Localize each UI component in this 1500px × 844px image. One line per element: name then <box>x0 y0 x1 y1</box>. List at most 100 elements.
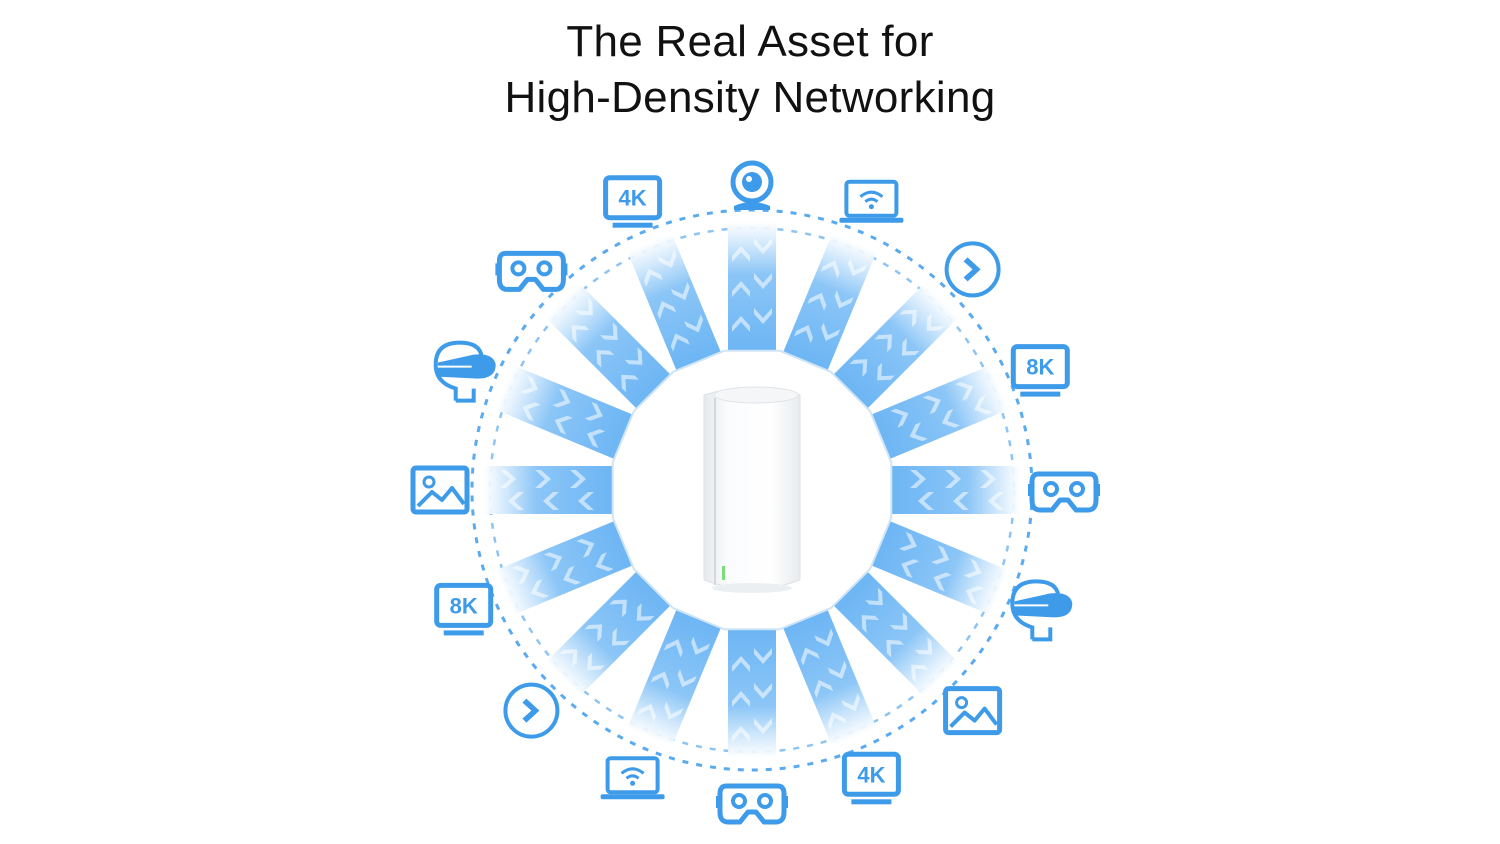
chevron-down-icon <box>535 470 551 488</box>
play-icon <box>944 241 1001 298</box>
chevron-down-icon <box>800 647 820 666</box>
chevron-up-icon <box>754 718 772 734</box>
chevron-up-icon <box>657 301 677 320</box>
chevron-down-icon <box>754 238 772 254</box>
chevron-up-icon <box>820 260 840 279</box>
signal-beam <box>728 222 776 352</box>
chevron-up-icon <box>910 470 926 488</box>
image-icon <box>410 465 470 515</box>
chevron-down-icon <box>575 297 593 316</box>
chevron-down-icon <box>988 492 1004 510</box>
gamepad-icon <box>716 783 788 825</box>
chevron-down-icon <box>543 552 563 572</box>
chevron-up-icon <box>578 492 594 510</box>
chevron-up-icon <box>827 660 847 679</box>
chevron-down-icon <box>918 492 934 510</box>
play-icon <box>503 682 560 739</box>
chevron-up-icon <box>954 381 974 401</box>
chevron-up-icon <box>522 402 541 422</box>
chevron-up-icon <box>963 558 982 578</box>
title-line-2: High-Density Networking <box>504 73 996 122</box>
chevron-down-icon <box>684 314 704 333</box>
chevron-down-icon <box>584 401 603 421</box>
signal-beam <box>495 365 634 460</box>
chevron-up-icon <box>587 652 605 671</box>
chevron-down-icon <box>657 249 677 268</box>
chevron-down-icon <box>861 615 880 633</box>
monitor-8k-icon: 8K <box>1010 344 1070 397</box>
chevron-up-icon <box>732 246 750 262</box>
chevron-up-icon <box>899 309 917 328</box>
chevron-down-icon <box>599 322 618 341</box>
signal-beam <box>627 233 722 372</box>
chevron-down-icon <box>663 639 683 658</box>
signal-beam <box>890 466 1020 514</box>
chevron-down-icon <box>814 679 834 699</box>
signal-beam <box>484 466 614 514</box>
chevron-down-icon <box>901 337 920 356</box>
chevron-down-icon <box>584 624 603 643</box>
chevron-up-icon <box>732 316 750 332</box>
chevron-down-icon <box>911 664 929 683</box>
chevron-down-icon <box>909 422 928 442</box>
vr-headset-icon <box>1010 579 1073 642</box>
chevron-up-icon <box>807 292 827 311</box>
signal-beam <box>495 520 634 615</box>
monitor-8k-icon: 8K <box>434 582 494 636</box>
chevron-down-icon <box>650 671 670 690</box>
chevron-down-icon <box>754 273 772 289</box>
chevron-down-icon <box>732 691 750 707</box>
chevron-up-icon <box>563 565 582 585</box>
image-icon <box>943 686 1003 736</box>
chevron-up-icon <box>898 531 917 551</box>
signal-beam <box>832 570 959 697</box>
chevron-up-icon <box>732 281 750 297</box>
signal-beam <box>728 628 776 758</box>
chevron-up-icon <box>841 692 861 712</box>
signal-beam <box>545 570 672 697</box>
chevron-down-icon <box>847 257 867 277</box>
chevron-up-icon <box>793 325 813 344</box>
chevron-down-icon <box>834 290 854 309</box>
chevron-down-icon <box>732 726 750 742</box>
chevron-down-icon <box>500 470 516 488</box>
chevron-down-icon <box>637 703 657 723</box>
resolution-label: 4K <box>619 186 647 211</box>
chevron-down-icon <box>576 538 595 558</box>
mesh-router-image <box>703 386 801 593</box>
signal-beam <box>782 233 877 372</box>
chevron-up-icon <box>754 683 772 699</box>
chevron-down-icon <box>754 308 772 324</box>
resolution-label: 8K <box>450 593 478 618</box>
chevron-down-icon <box>877 362 895 381</box>
chevron-down-icon <box>670 281 690 301</box>
chevron-up-icon <box>814 628 834 647</box>
chevron-down-icon <box>519 375 539 395</box>
monitor-4k-icon: 4K <box>603 175 663 228</box>
chevron-up-icon <box>543 492 559 510</box>
monitor-4k-icon: 4K <box>841 751 901 805</box>
chevron-up-icon <box>849 359 868 377</box>
signal-beam <box>782 608 877 747</box>
chevron-up-icon <box>691 636 711 655</box>
chevron-up-icon <box>670 333 690 352</box>
gamepad-icon <box>495 250 568 292</box>
chevron-up-icon <box>571 325 590 343</box>
chevron-down-icon <box>821 322 841 341</box>
resolution-label: 8K <box>1026 355 1054 380</box>
chevron-up-icon <box>621 374 639 393</box>
chevron-down-icon <box>974 395 993 415</box>
signal-beam <box>832 283 959 410</box>
chevron-up-icon <box>874 334 893 353</box>
chevron-up-icon <box>636 603 655 621</box>
chevron-down-icon <box>926 313 945 331</box>
chevron-up-icon <box>922 395 941 415</box>
chevron-down-icon <box>552 388 571 408</box>
chevron-up-icon <box>980 470 996 488</box>
chevron-down-icon <box>953 492 969 510</box>
chevron-up-icon <box>530 579 550 599</box>
signal-beams <box>484 222 1020 758</box>
chevron-up-icon <box>664 701 684 720</box>
chevron-down-icon <box>886 639 905 658</box>
chevron-down-icon <box>624 347 643 365</box>
